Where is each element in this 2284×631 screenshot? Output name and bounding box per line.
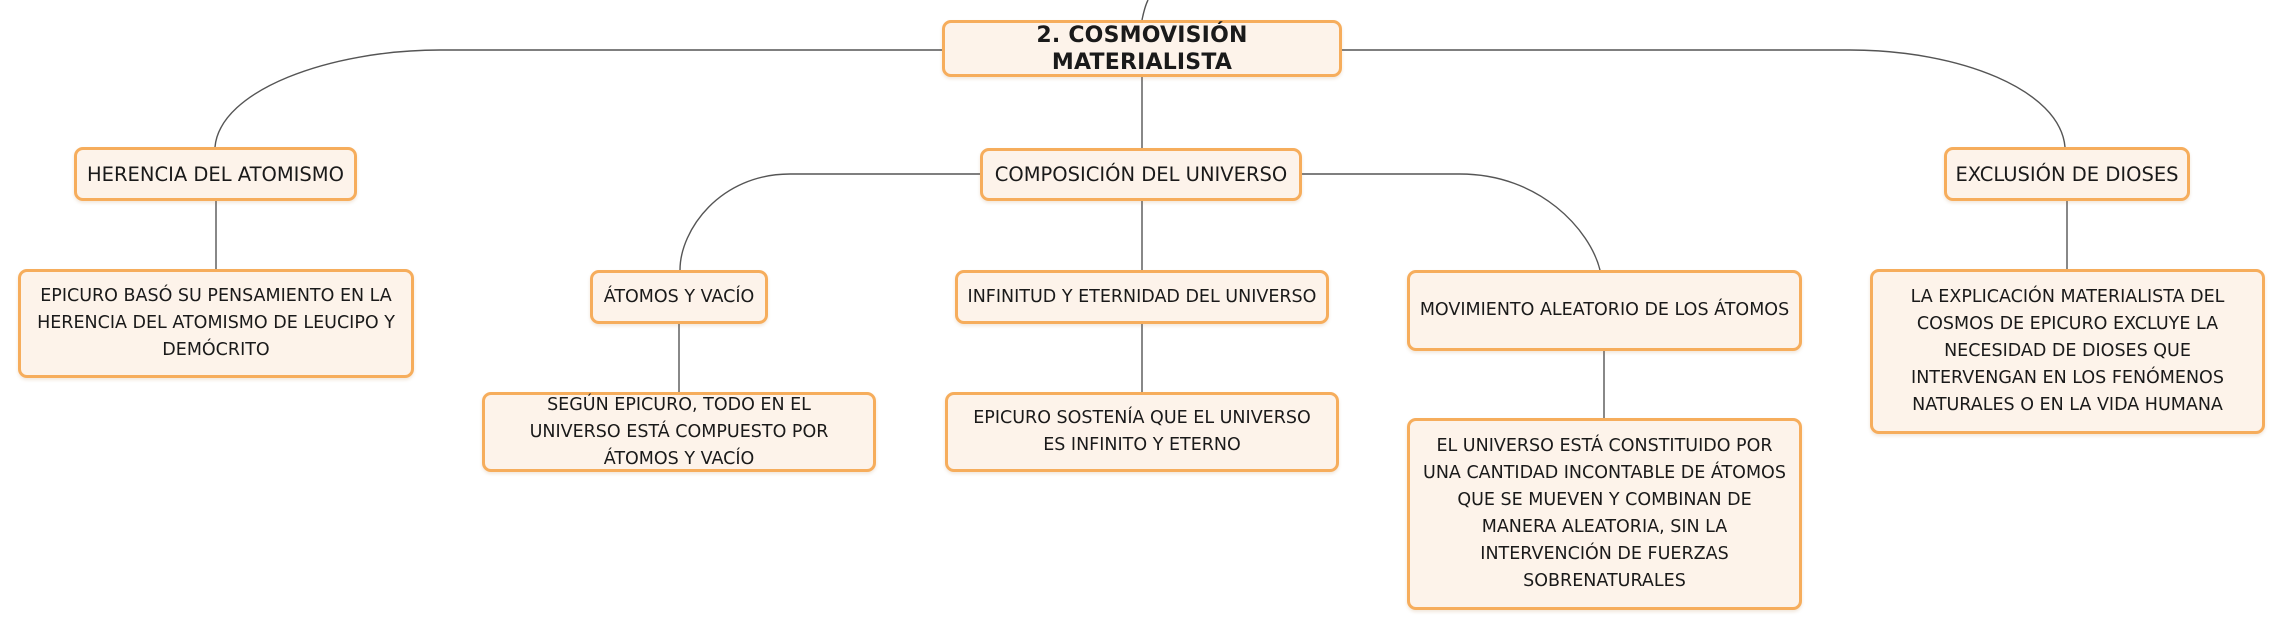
- branch-composicion-node[interactable]: COMPOSICIÓN DEL UNIVERSO: [980, 148, 1302, 201]
- infinitud-detail-text: EPICURO SOSTENÍA QUE EL UNIVERSO ES INFI…: [973, 408, 1311, 455]
- connector-root-parent: [1141, 0, 1149, 21]
- connector-root-exclusion: [1341, 49, 2066, 148]
- branch-herencia-node[interactable]: HERENCIA DEL ATOMISMO: [74, 147, 357, 201]
- branch-herencia-label: HERENCIA DEL ATOMISMO: [87, 162, 344, 186]
- branch-exclusion-label: EXCLUSIÓN DE DIOSES: [1955, 162, 2179, 186]
- movimiento-detail-node[interactable]: EL UNIVERSO ESTÁ CONSTITUIDO POR UNA CAN…: [1407, 418, 1802, 610]
- connector-composicion-atomos: [679, 173, 980, 271]
- infinitud-detail-node[interactable]: EPICURO SOSTENÍA QUE EL UNIVERSO ES INFI…: [945, 392, 1339, 472]
- branch-composicion-label: COMPOSICIÓN DEL UNIVERSO: [994, 163, 1288, 186]
- sub-atomos-label: ÁTOMOS Y VACÍO: [603, 286, 755, 307]
- atomos-detail-node[interactable]: SEGÚN EPICURO, TODO EN EL UNIVERSO ESTÁ …: [482, 392, 876, 472]
- root-node[interactable]: 2. COSMOVISIÓN MATERIALISTA: [942, 20, 1342, 77]
- herencia-detail-text: EPICURO BASÓ SU PENSAMIENTO EN LA HERENC…: [37, 286, 395, 360]
- connector-root-herencia: [214, 49, 942, 148]
- sub-movimiento-node[interactable]: MOVIMIENTO ALEATORIO DE LOS ÁTOMOS: [1407, 270, 1802, 351]
- branch-exclusion-node[interactable]: EXCLUSIÓN DE DIOSES: [1944, 147, 2190, 201]
- sub-movimiento-label: MOVIMIENTO ALEATORIO DE LOS ÁTOMOS: [1419, 300, 1790, 320]
- herencia-detail-node[interactable]: EPICURO BASÓ SU PENSAMIENTO EN LA HERENC…: [18, 269, 414, 378]
- sub-infinitud-node[interactable]: INFINITUD Y ETERNIDAD DEL UNIVERSO: [955, 270, 1329, 324]
- movimiento-detail-text: EL UNIVERSO ESTÁ CONSTITUIDO POR UNA CAN…: [1423, 436, 1786, 591]
- sub-infinitud-label: INFINITUD Y ETERNIDAD DEL UNIVERSO: [967, 286, 1317, 307]
- exclusion-detail-node[interactable]: LA EXPLICACIÓN MATERIALISTA DEL COSMOS D…: [1870, 269, 2265, 434]
- atomos-detail-text: SEGÚN EPICURO, TODO EN EL UNIVERSO ESTÁ …: [529, 394, 829, 469]
- sub-atomos-node[interactable]: ÁTOMOS Y VACÍO: [590, 270, 768, 324]
- connector-composicion-movimiento: [1302, 173, 1601, 271]
- root-title: 2. COSMOVISIÓN MATERIALISTA: [1036, 22, 1248, 75]
- exclusion-detail-text: LA EXPLICACIÓN MATERIALISTA DEL COSMOS D…: [1910, 287, 2225, 415]
